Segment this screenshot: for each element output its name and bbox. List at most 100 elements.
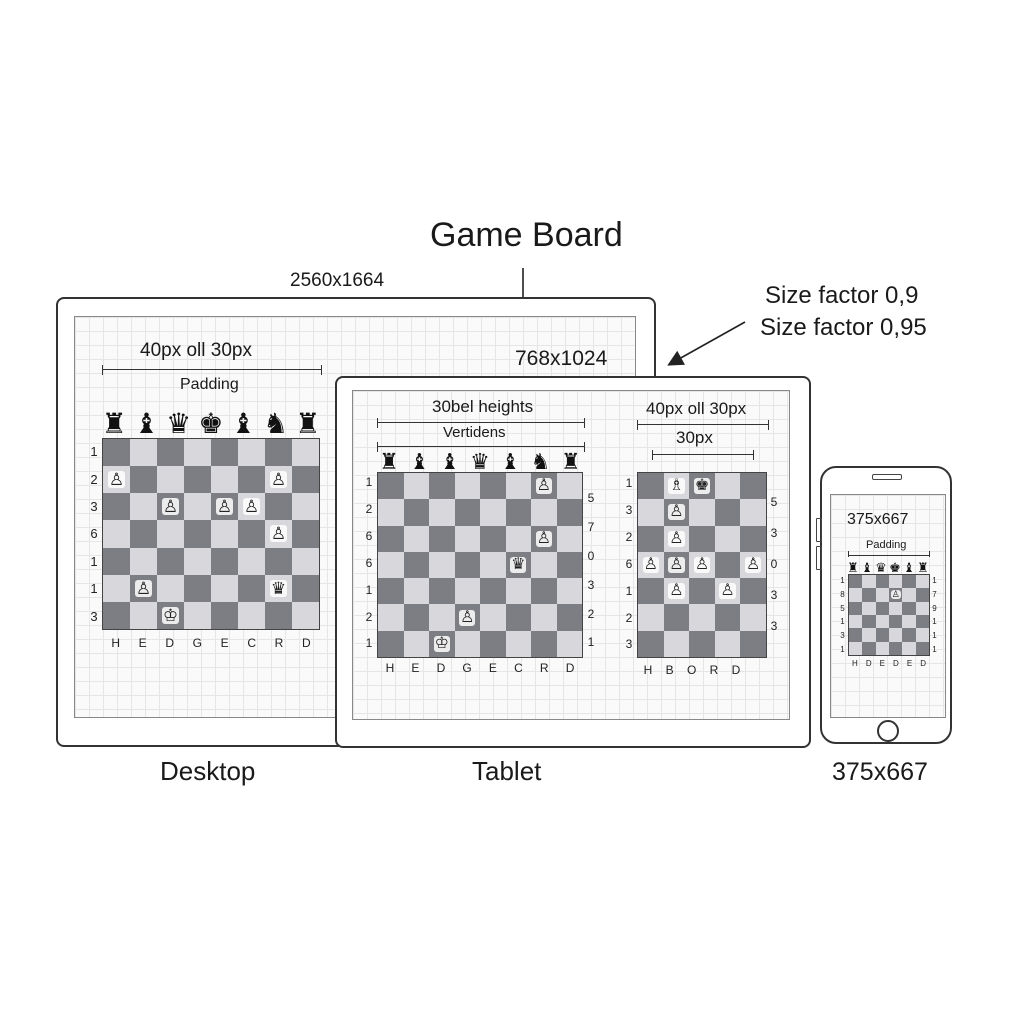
board-square[interactable] [378, 499, 404, 526]
board-square[interactable] [875, 641, 889, 655]
chess-piece-icon[interactable]: ♚ [693, 477, 711, 495]
board-square[interactable] [480, 551, 506, 579]
board-square[interactable] [915, 575, 929, 589]
chess-piece-icon[interactable]: ♙ [642, 555, 659, 573]
board-square[interactable] [888, 614, 903, 629]
board-square[interactable] [238, 547, 265, 575]
board-square[interactable] [505, 578, 531, 605]
board-square[interactable] [638, 473, 664, 500]
board-square[interactable] [211, 466, 238, 494]
board-square[interactable]: ♙ [265, 520, 292, 548]
board-square[interactable] [875, 628, 889, 642]
chess-piece-icon[interactable]: ♙ [668, 529, 685, 547]
board-square[interactable] [740, 525, 766, 552]
board-square[interactable] [875, 614, 889, 629]
board-square[interactable] [556, 578, 582, 605]
board-square[interactable]: ♗ [663, 473, 690, 500]
board-square[interactable] [888, 641, 903, 655]
chess-piece-icon[interactable]: ♙ [719, 582, 736, 600]
board-square[interactable] [130, 493, 157, 521]
board-square[interactable] [689, 499, 715, 526]
board-square[interactable] [714, 551, 741, 579]
chess-piece-icon[interactable]: ♙ [668, 582, 685, 600]
board-square[interactable]: ♛ [265, 574, 292, 602]
board-square[interactable] [429, 578, 455, 605]
board-square[interactable]: ♙ [454, 604, 480, 631]
board-square[interactable] [915, 614, 929, 629]
board-square[interactable] [689, 604, 715, 631]
board-square[interactable] [714, 499, 741, 526]
chess-piece-icon[interactable]: ♙ [269, 470, 288, 490]
board-square[interactable] [378, 525, 404, 552]
chess-piece-icon[interactable]: ♙ [269, 524, 288, 544]
board-square[interactable] [292, 520, 319, 548]
board-square[interactable] [505, 473, 531, 500]
chess-piece-icon[interactable]: ♙ [535, 529, 552, 547]
chess-piece-icon[interactable]: ♙ [161, 497, 180, 517]
board-square[interactable] [849, 575, 863, 589]
board-square[interactable]: ♔ [157, 601, 184, 629]
board-square[interactable] [902, 628, 916, 642]
board-square[interactable] [454, 551, 480, 579]
board-square[interactable]: ♙ [663, 525, 690, 552]
board-square[interactable] [714, 525, 741, 552]
board-square[interactable] [211, 520, 238, 548]
board-square[interactable] [292, 493, 319, 521]
board-square[interactable] [505, 525, 531, 552]
board-square[interactable] [531, 604, 557, 631]
board-square[interactable] [862, 628, 876, 642]
board-square[interactable] [238, 520, 265, 548]
board-square[interactable] [638, 499, 664, 526]
board-square[interactable] [556, 604, 582, 631]
board-square[interactable]: ♙ [531, 525, 557, 552]
chess-piece-icon[interactable]: ♙ [745, 555, 762, 573]
board-square[interactable] [531, 630, 557, 657]
board-square[interactable] [849, 588, 863, 602]
board-square[interactable] [714, 630, 741, 657]
board-square[interactable] [292, 547, 319, 575]
board-square[interactable] [265, 601, 292, 629]
board-square[interactable] [184, 439, 211, 467]
board-square[interactable] [531, 499, 557, 526]
board-square[interactable] [429, 604, 455, 631]
board-square[interactable] [184, 466, 211, 494]
board-square[interactable] [888, 601, 903, 615]
board-square[interactable] [915, 641, 929, 655]
board-square[interactable]: ♙ [265, 466, 292, 494]
board-square[interactable] [480, 578, 506, 605]
board-square[interactable] [238, 601, 265, 629]
chess-piece-icon[interactable]: ♙ [693, 555, 711, 573]
board-square[interactable] [638, 525, 664, 552]
board-square[interactable] [184, 520, 211, 548]
board-square[interactable] [902, 588, 916, 602]
board-square[interactable] [915, 601, 929, 615]
board-square[interactable] [531, 578, 557, 605]
board-square[interactable] [875, 588, 889, 602]
board-square[interactable] [157, 520, 184, 548]
board-square[interactable] [103, 547, 130, 575]
board-square[interactable] [740, 499, 766, 526]
board-square[interactable] [556, 630, 582, 657]
board-square[interactable] [638, 578, 664, 605]
board-square[interactable]: ♙ [157, 493, 184, 521]
board-square[interactable] [184, 601, 211, 629]
chess-piece-icon[interactable]: ♔ [433, 634, 450, 652]
home-button-icon[interactable] [877, 720, 899, 742]
board-square[interactable] [505, 630, 531, 657]
board-square[interactable] [130, 466, 157, 494]
board-square[interactable] [157, 466, 184, 494]
board-square[interactable] [238, 466, 265, 494]
board-square[interactable] [292, 574, 319, 602]
board-square[interactable] [157, 547, 184, 575]
board-square[interactable] [689, 525, 715, 552]
board-square[interactable] [689, 630, 715, 657]
board-square[interactable] [556, 473, 582, 500]
board-square[interactable] [378, 473, 404, 500]
board-square[interactable] [103, 520, 130, 548]
board-square[interactable] [862, 575, 876, 589]
board-square[interactable] [556, 551, 582, 579]
board-square[interactable] [211, 574, 238, 602]
board-square[interactable] [888, 575, 903, 589]
board-square[interactable] [403, 551, 429, 579]
board-square[interactable] [157, 439, 184, 467]
